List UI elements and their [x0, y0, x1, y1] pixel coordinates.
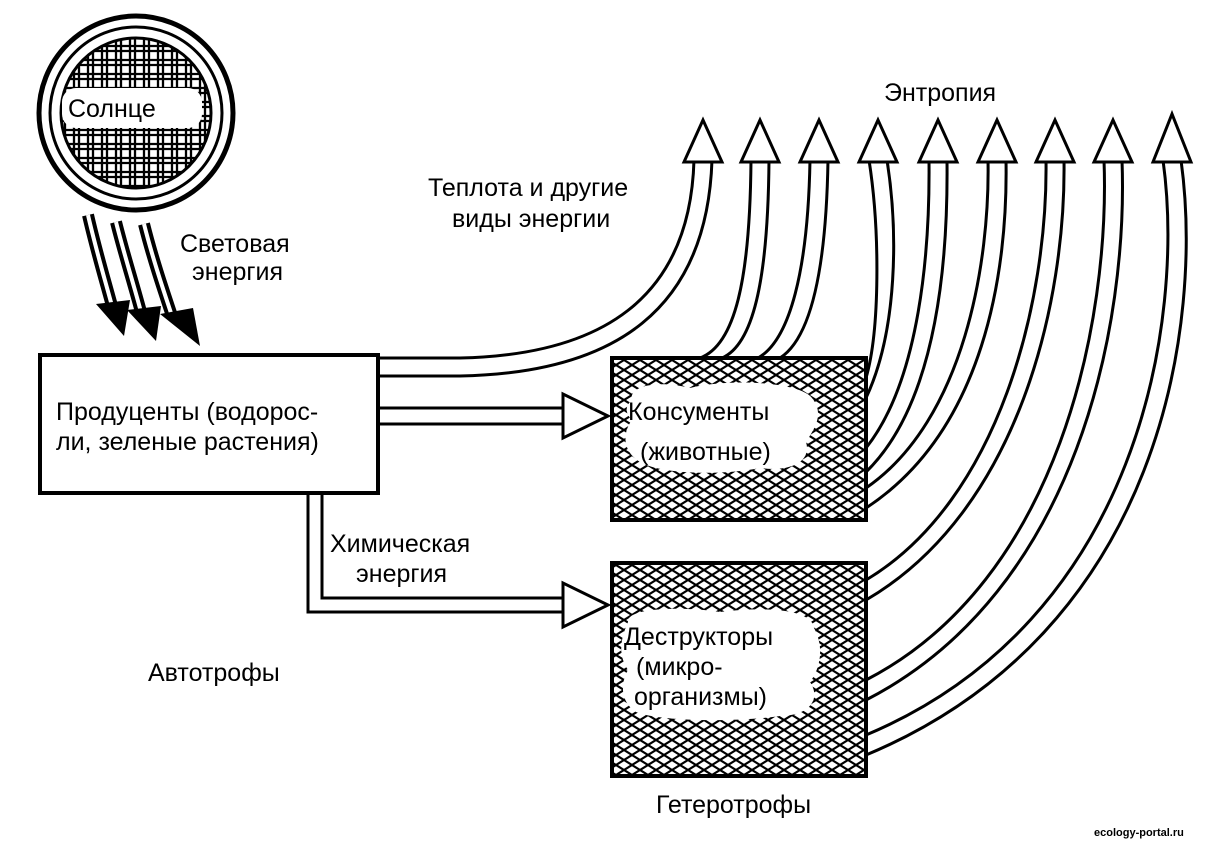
light-energy-arrows [82, 213, 200, 346]
producers-label-line1: Продуценты (водорос- [56, 398, 318, 426]
sun: Солнце [36, 13, 236, 213]
decomposers-box: Деструкторы (микро- организмы) [610, 561, 868, 778]
heterotrophs-label: Гетеротрофы [656, 791, 811, 819]
entropy-arrowheads [681, 109, 1194, 164]
light-energy-label-line1: Световая [180, 230, 290, 258]
watermark: ecology-portal.ru [1094, 827, 1184, 839]
chemical-energy-label-line2: энергия [356, 560, 447, 588]
heat-label-line2: виды энергии [452, 205, 610, 233]
sun-label: Солнце [68, 95, 156, 123]
consumers-label-line1: Консументы [628, 398, 769, 426]
consumers-label-line2: (животные) [640, 438, 771, 466]
heat-label-line1: Теплота и другие [428, 174, 628, 202]
decomposers-label-line2: (микро- [636, 653, 723, 681]
autotrophs-label: Автотрофы [148, 659, 280, 687]
producers-box [38, 353, 380, 495]
producers-to-consumers-arrow [378, 391, 612, 441]
light-energy-label-line2: энергия [192, 258, 283, 286]
chemical-energy-arrow [306, 493, 612, 630]
entropy-arrows [378, 159, 1188, 757]
entropy-label: Энтропия [884, 79, 996, 107]
chemical-energy-label-line1: Химическая [330, 530, 470, 558]
consumers-box: Консументы (животные) [610, 356, 868, 522]
decomposers-label-line3: организмы) [634, 683, 767, 711]
decomposers-label-line1: Деструкторы [624, 623, 773, 651]
producers-label-line2: ли, зеленые растения) [56, 428, 319, 456]
